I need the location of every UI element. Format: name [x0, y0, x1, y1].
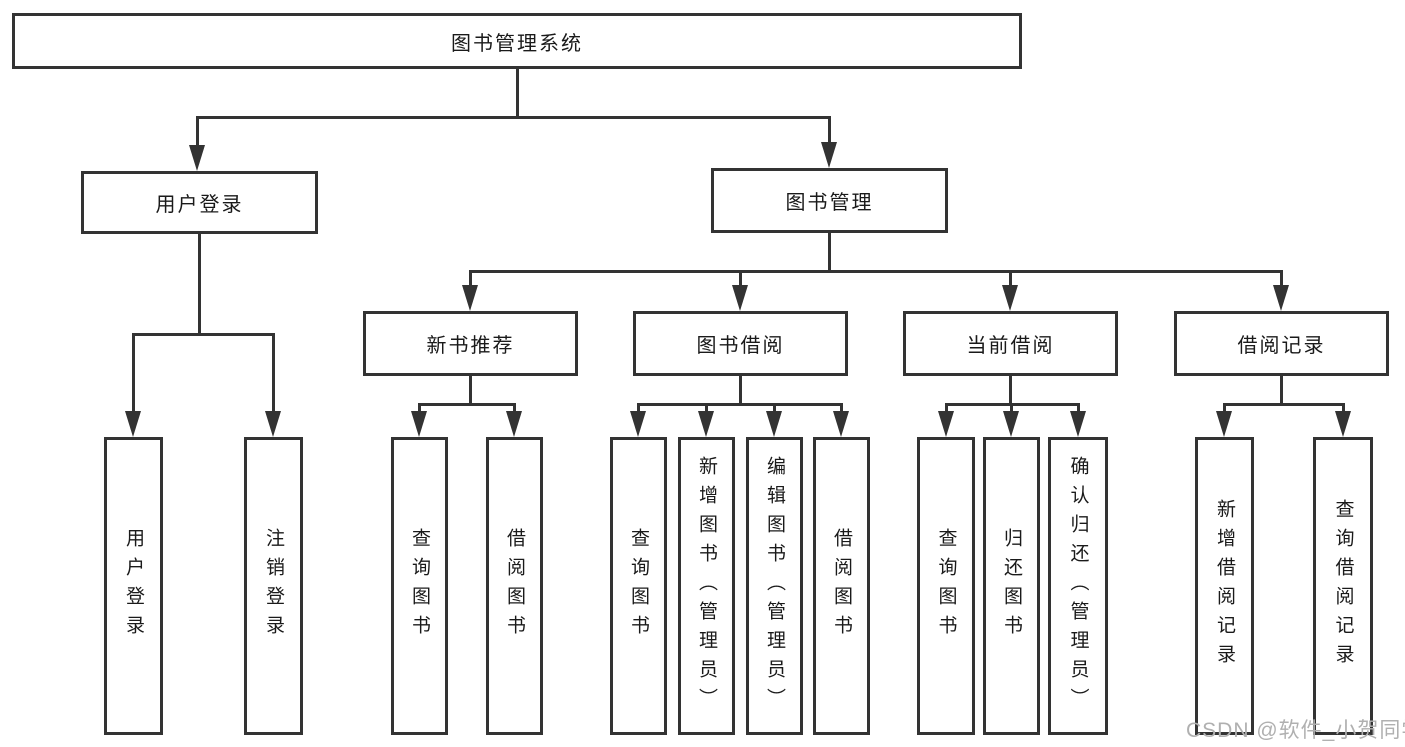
connector-line: [198, 233, 201, 336]
connector-line: [1009, 271, 1012, 288]
connector-line: [1077, 404, 1080, 413]
leaf-label: 新增图书（管理员）: [696, 455, 717, 717]
node-user-login: 用户登录: [81, 171, 318, 234]
leaf-label: 借阅图书: [831, 528, 852, 644]
leaf-query-borrow-record: 查询借阅记录: [1313, 437, 1373, 735]
connector-line: [196, 117, 199, 148]
arrow-down-icon: [698, 411, 714, 437]
connector-line: [1223, 404, 1226, 413]
connector-line: [739, 271, 742, 288]
connector-line: [469, 375, 472, 406]
leaf-confirm-return-admin: 确认归还（管理员）: [1048, 437, 1108, 735]
connector-line: [272, 334, 275, 413]
leaf-logout: 注销登录: [244, 437, 303, 735]
node-label: 图书管理系统: [451, 32, 583, 55]
connector-line: [196, 116, 831, 119]
node-library-management-system: 图书管理系统: [12, 13, 1022, 69]
node-book-borrowing: 图书借阅: [633, 311, 848, 376]
connector-line: [828, 117, 831, 148]
leaf-add-book-admin: 新增图书（管理员）: [678, 437, 735, 735]
connector-line: [132, 333, 275, 336]
connector-line: [705, 404, 708, 413]
arrow-down-icon: [821, 142, 837, 168]
arrow-down-icon: [833, 411, 849, 437]
leaf-label: 查询图书: [409, 528, 430, 644]
connector-line: [739, 375, 742, 406]
connector-line: [637, 403, 843, 406]
arrow-down-icon: [1335, 411, 1351, 437]
arrow-down-icon: [411, 411, 427, 437]
node-borrowing-records: 借阅记录: [1174, 311, 1389, 376]
connector-line: [132, 334, 135, 413]
leaf-borrow-books: 借阅图书: [813, 437, 870, 735]
node-label: 图书借阅: [696, 335, 785, 357]
leaf-label: 注销登录: [263, 528, 284, 644]
leaf-edit-book-admin: 编辑图书（管理员）: [746, 437, 803, 735]
arrow-down-icon: [125, 411, 141, 437]
connector-line: [1280, 375, 1283, 406]
node-label: 图书管理: [785, 192, 874, 214]
leaf-label: 编辑图书（管理员）: [764, 455, 785, 717]
connector-line: [945, 404, 948, 413]
leaf-label: 查询借阅记录: [1332, 499, 1354, 673]
leaf-query-books-recommend: 查询图书: [391, 437, 448, 735]
node-label: 当前借阅: [966, 335, 1055, 357]
arrow-down-icon: [1216, 411, 1232, 437]
arrow-down-icon: [189, 145, 205, 171]
connector-line: [418, 404, 421, 413]
leaf-label: 新增借阅记录: [1214, 499, 1235, 673]
node-book-management: 图书管理: [711, 168, 948, 233]
connector-line: [516, 69, 519, 119]
leaf-return-book: 归还图书: [983, 437, 1040, 735]
arrow-down-icon: [938, 411, 954, 437]
connector-line: [840, 404, 843, 413]
leaf-borrow-books-recommend: 借阅图书: [486, 437, 543, 735]
connector-line: [469, 271, 472, 288]
arrow-down-icon: [1070, 411, 1086, 437]
connector-line: [469, 270, 1283, 273]
node-label: 新书推荐: [426, 335, 515, 357]
connector-line: [418, 403, 516, 406]
leaf-label: 归还图书: [1001, 528, 1022, 644]
leaf-label: 确认归还（管理员）: [1067, 455, 1089, 717]
connector-line: [1280, 271, 1283, 288]
node-label: 用户登录: [155, 194, 244, 216]
connector-line: [945, 403, 1080, 406]
connector-line: [828, 232, 831, 273]
arrow-down-icon: [265, 411, 281, 437]
node-current-borrowing: 当前借阅: [903, 311, 1118, 376]
arrow-down-icon: [1273, 285, 1289, 311]
node-label: 借阅记录: [1237, 335, 1326, 357]
leaf-label: 查询图书: [935, 528, 957, 644]
connector-line: [773, 404, 776, 413]
leaf-query-books-borrow: 查询图书: [610, 437, 667, 735]
connector-line: [1010, 404, 1013, 413]
connector-line: [637, 404, 640, 413]
arrow-down-icon: [1003, 411, 1019, 437]
arrow-down-icon: [766, 411, 782, 437]
connector-line: [1223, 403, 1345, 406]
leaf-add-borrow-record: 新增借阅记录: [1195, 437, 1254, 735]
arrow-down-icon: [506, 411, 522, 437]
leaf-query-books-current: 查询图书: [917, 437, 975, 735]
leaf-user-login: 用户登录: [104, 437, 163, 735]
leaf-label: 用户登录: [123, 528, 144, 644]
connector-line: [1009, 375, 1012, 406]
leaf-label: 借阅图书: [504, 528, 525, 644]
arrow-down-icon: [630, 411, 646, 437]
arrow-down-icon: [462, 285, 478, 311]
connector-line: [1342, 404, 1345, 413]
leaf-label: 查询图书: [628, 528, 649, 644]
arrow-down-icon: [1002, 285, 1018, 311]
arrow-down-icon: [732, 285, 748, 311]
csdn-watermark: CSDN @软件_小贺同学: [1186, 719, 1405, 742]
connector-line: [513, 404, 516, 413]
node-new-book-recommendation: 新书推荐: [363, 311, 578, 376]
